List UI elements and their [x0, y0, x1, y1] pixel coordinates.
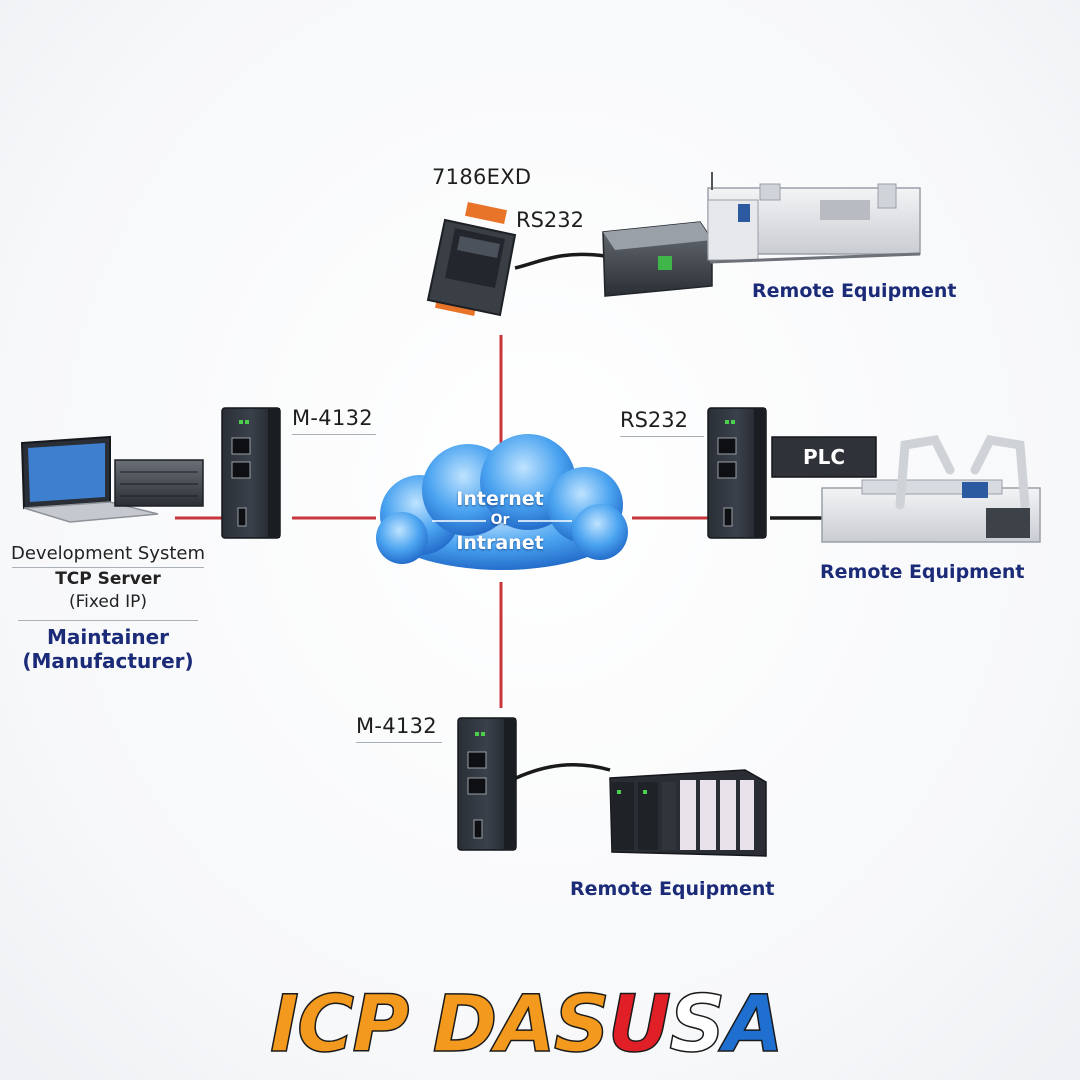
plc-rack-icon: [609, 769, 767, 857]
logo-a: A: [723, 980, 785, 1070]
bottom-remote-caption: Remote Equipment: [570, 878, 775, 900]
cloud-line-internet: Internet: [456, 488, 544, 510]
right-remote-caption: Remote Equipment: [820, 561, 1025, 583]
right-link-label: RS232: [620, 408, 704, 437]
left-node-description: Development System TCP Server (Fixed IP)…: [6, 543, 210, 673]
cloud-line-intranet: Intranet: [456, 532, 544, 554]
dev-system-label: Development System: [10, 543, 206, 564]
tcp-server-label: TCP Server: [55, 569, 161, 589]
controller-icon: [426, 201, 517, 317]
server-icon: [114, 459, 204, 507]
top-device-label: 7186EXD: [432, 165, 532, 189]
left-device-label: M-4132: [292, 406, 376, 435]
divider: [12, 567, 204, 568]
logo-s: S: [668, 980, 726, 1070]
logo-icpdas: ICP DAS: [269, 980, 610, 1070]
bottom-device-label: M-4132: [356, 714, 442, 743]
cloud-icon: [376, 434, 628, 570]
gateway-icon-right: [707, 407, 767, 539]
divider-2: [18, 620, 198, 621]
network-links: [175, 335, 708, 708]
fixed-ip-label: (Fixed IP): [69, 592, 147, 612]
plc-label: PLC: [802, 445, 846, 469]
serial-cables: [514, 252, 830, 780]
plc-box-icon: [771, 436, 877, 478]
serial-device-icon: [602, 221, 713, 297]
top-link-label: RS232: [516, 208, 585, 232]
manufacturer-label: (Manufacturer): [22, 649, 194, 673]
top-remote-caption: Remote Equipment: [752, 280, 957, 302]
robot-icon: [821, 435, 1041, 543]
machine-icon: [707, 172, 921, 264]
brand-logo: ICP DASUSA: [269, 984, 830, 1066]
gateway-icon-bottom: [457, 717, 517, 851]
laptop-icon: [20, 435, 159, 523]
gateway-icon: [221, 407, 281, 539]
logo-u: U: [607, 980, 672, 1070]
cloud-line-or: Or: [490, 512, 510, 528]
maintainer-label: Maintainer: [46, 625, 170, 649]
